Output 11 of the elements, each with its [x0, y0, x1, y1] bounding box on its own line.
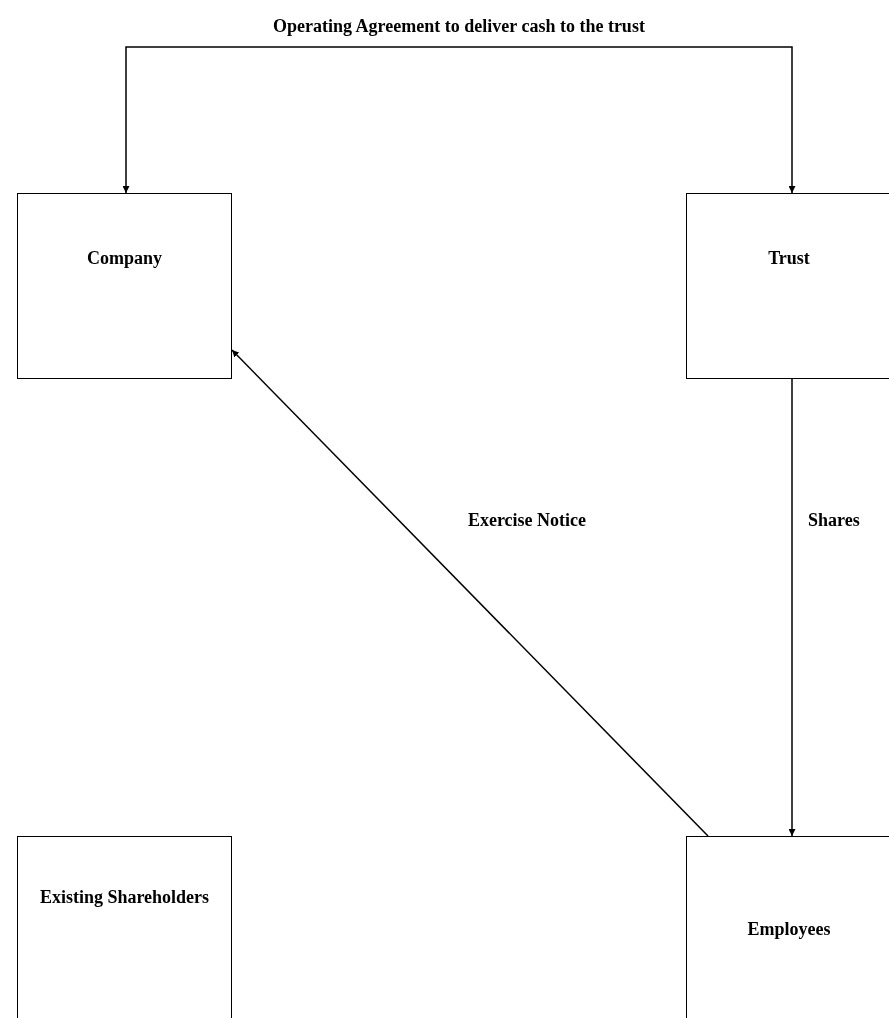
entity-box — [686, 193, 889, 379]
arrow — [122, 46, 796, 194]
box-label: Existing Shareholders — [38, 886, 211, 909]
arrow — [231, 349, 709, 837]
arrow — [788, 378, 796, 837]
box-label: Employees — [746, 918, 832, 941]
box-label: Trust — [767, 247, 811, 270]
entity-box — [17, 193, 232, 379]
entity-box — [686, 836, 889, 1018]
box-label: Company — [86, 247, 163, 270]
entity-box — [17, 836, 232, 1018]
